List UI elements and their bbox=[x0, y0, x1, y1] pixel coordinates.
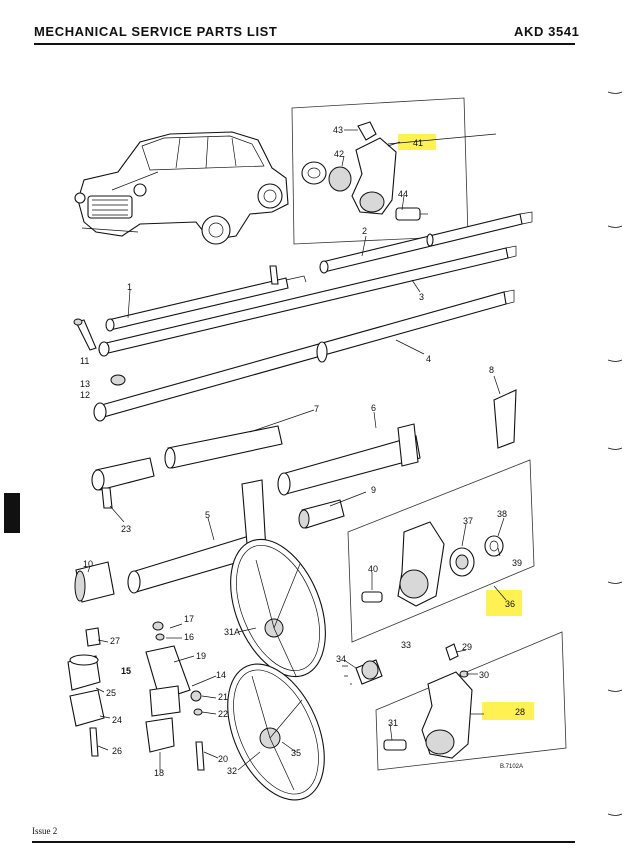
page-title: MECHANICAL SERVICE PARTS LIST bbox=[34, 24, 278, 39]
label-36-visible: 36 bbox=[505, 599, 515, 609]
label-29: 29 bbox=[462, 642, 472, 652]
steering-column-tubes bbox=[93, 211, 533, 422]
label-33: 33 bbox=[401, 640, 411, 650]
highlight-part-28 bbox=[482, 702, 534, 720]
label-39: 39 bbox=[512, 558, 522, 568]
label-41: 41 bbox=[413, 138, 423, 148]
label-9: 9 bbox=[371, 485, 376, 495]
label-22: 22 bbox=[218, 709, 228, 719]
car-illustration bbox=[74, 131, 289, 245]
figure-reference: B.7102A bbox=[500, 764, 523, 770]
label-28: 28 bbox=[515, 707, 525, 717]
label-8: 8 bbox=[489, 365, 494, 375]
section-tab-marker bbox=[4, 493, 20, 533]
column-brackets bbox=[67, 621, 205, 771]
steering-lock-group bbox=[342, 643, 473, 759]
label-44: 44 bbox=[398, 189, 408, 199]
label-20: 20 bbox=[218, 754, 228, 764]
label-13: 13 bbox=[80, 379, 90, 389]
header-rule bbox=[34, 43, 575, 45]
label-27: 27 bbox=[110, 636, 120, 646]
label-43: 43 bbox=[333, 125, 343, 135]
highlight-part-41 bbox=[398, 134, 436, 150]
label-1: 1 bbox=[127, 282, 132, 292]
label-6: 6 bbox=[371, 403, 376, 413]
label-40: 40 bbox=[368, 564, 378, 574]
label-23: 23 bbox=[121, 524, 131, 534]
box-ignition-lock-late bbox=[375, 631, 567, 771]
label-5: 5 bbox=[205, 510, 210, 520]
label-37: 37 bbox=[463, 516, 473, 526]
label-42: 42 bbox=[334, 149, 344, 159]
label-4: 4 bbox=[426, 354, 431, 364]
box-ignition-lock-mid bbox=[347, 459, 535, 643]
label-10: 10 bbox=[83, 559, 93, 569]
label-31: 31 bbox=[388, 718, 398, 728]
label-7: 7 bbox=[314, 404, 319, 414]
label-14: 14 bbox=[216, 670, 226, 680]
part-number-labels: 43 41 42 44 2 1 3 4 11 13 12 8 7 6 9 23 … bbox=[80, 125, 525, 778]
label-19: 19 bbox=[196, 651, 206, 661]
label-34: 34 bbox=[336, 654, 346, 664]
page-edge-marks bbox=[607, 91, 623, 816]
column-sleeves bbox=[74, 389, 517, 603]
label-32: 32 bbox=[227, 766, 237, 776]
ignition-switch-group bbox=[361, 521, 504, 607]
label-2: 2 bbox=[362, 226, 367, 236]
label-31a: 31A bbox=[224, 627, 240, 637]
steering-wheels bbox=[227, 538, 326, 801]
highlight-part-36 bbox=[486, 590, 522, 616]
label-25: 25 bbox=[106, 688, 116, 698]
bolt-and-washer-parts bbox=[73, 318, 126, 386]
issue-number: Issue 2 bbox=[32, 826, 58, 836]
label-21: 21 bbox=[218, 692, 228, 702]
label-18: 18 bbox=[154, 768, 164, 778]
label-16: 16 bbox=[184, 632, 194, 642]
label-15: 15 bbox=[121, 666, 131, 676]
footer-rule bbox=[32, 841, 575, 843]
label-17: 17 bbox=[184, 614, 194, 624]
ignition-lock-group bbox=[301, 121, 428, 221]
label-30: 30 bbox=[479, 670, 489, 680]
label-12: 12 bbox=[80, 390, 90, 400]
label-38: 38 bbox=[497, 509, 507, 519]
document-code: AKD 3541 bbox=[514, 24, 580, 39]
label-26: 26 bbox=[112, 746, 122, 756]
label-24: 24 bbox=[112, 715, 122, 725]
label-3: 3 bbox=[419, 292, 424, 302]
label-35: 35 bbox=[291, 748, 301, 758]
label-11: 11 bbox=[80, 356, 89, 366]
leader-lines bbox=[87, 129, 507, 771]
